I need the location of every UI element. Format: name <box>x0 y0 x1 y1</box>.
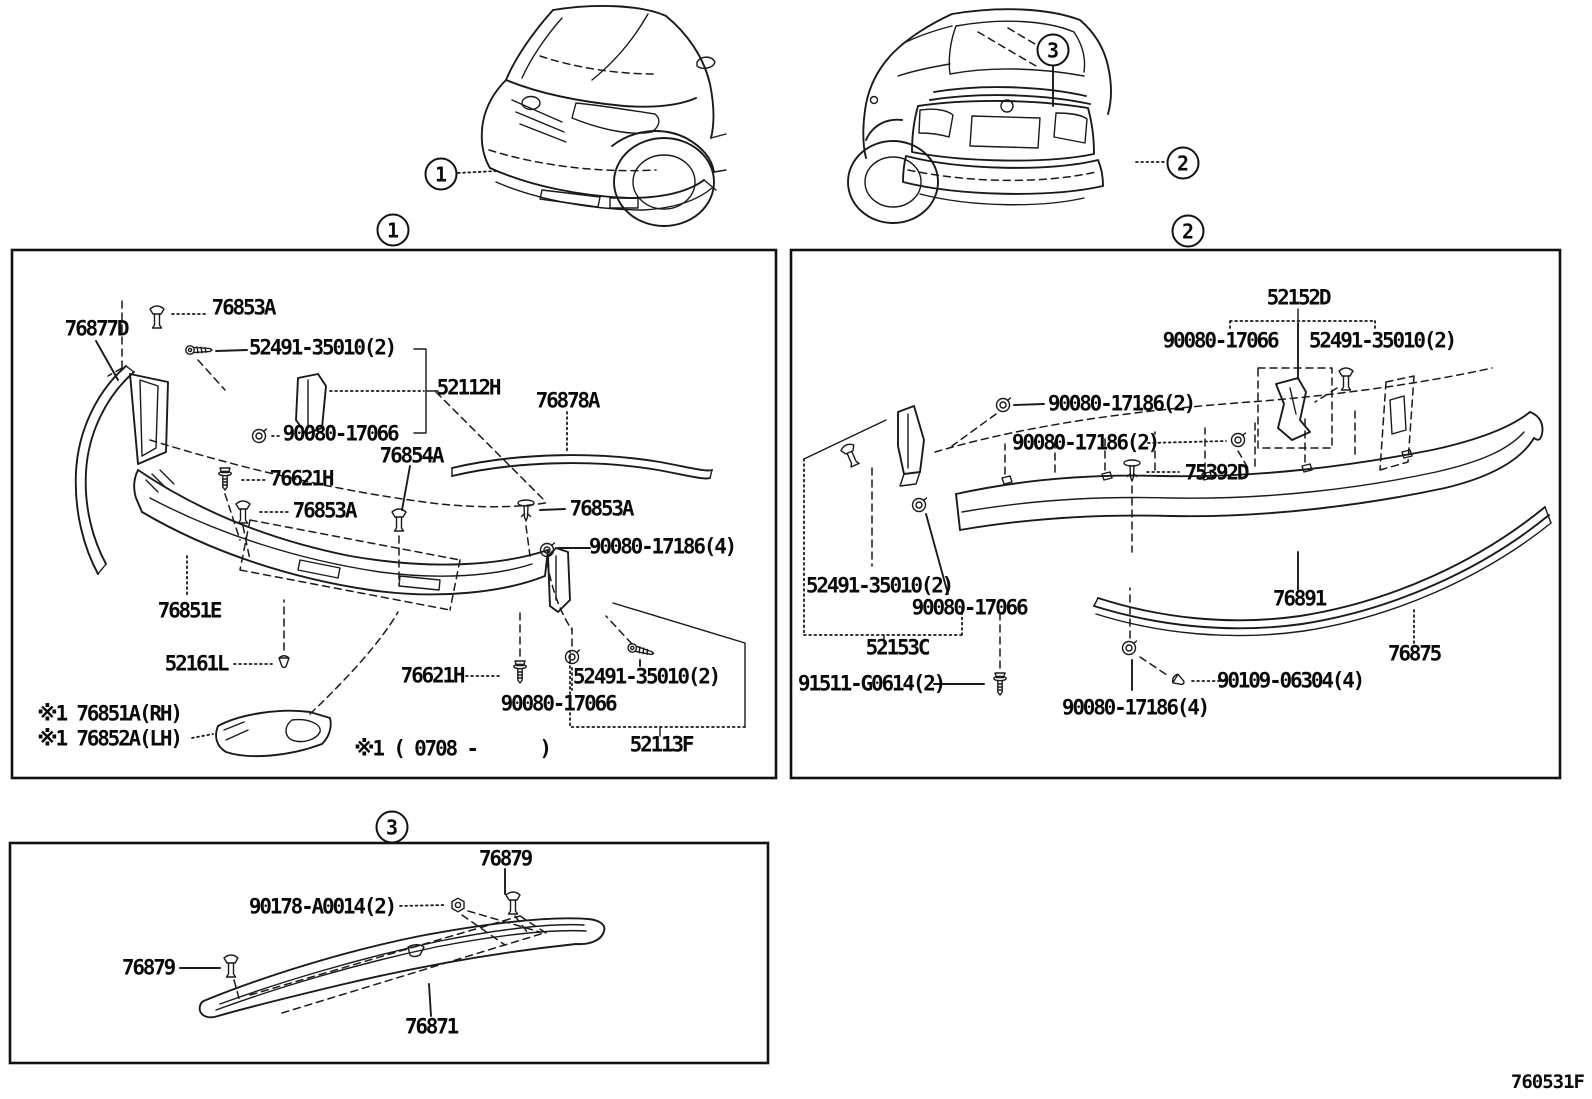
section-3-marker: 3 <box>375 810 409 844</box>
car-rear-drawing <box>847 8 1165 224</box>
clip-icon <box>505 891 521 915</box>
grommet-icon <box>251 428 268 444</box>
pin-clip-icon <box>517 499 535 522</box>
rivet-icon <box>1170 672 1187 689</box>
car-front-drawing <box>457 4 727 227</box>
nut-icon <box>451 897 465 913</box>
callout-rear-spoiler: 3 <box>1036 33 1070 67</box>
grommet-icon <box>1121 640 1138 656</box>
screw-icon <box>626 642 656 659</box>
callout-front-bumper: 1 <box>424 157 458 191</box>
grommet-icon <box>911 497 928 513</box>
clip-icon <box>1338 367 1354 391</box>
section-2-marker: 2 <box>1171 214 1205 248</box>
clip-icon <box>149 305 165 329</box>
clip-icon <box>223 954 239 978</box>
clip-icon <box>391 508 407 532</box>
clip-icon <box>839 441 863 469</box>
bolt-icon <box>218 467 232 491</box>
section-1-box <box>10 248 778 780</box>
clip-icon <box>235 500 251 524</box>
grommet-icon <box>564 649 581 665</box>
section-2-box <box>789 248 1562 780</box>
rivet-icon <box>278 655 290 669</box>
section-1-marker: 1 <box>376 213 410 247</box>
section-1-parts <box>74 299 746 758</box>
grommet-icon <box>995 397 1012 413</box>
section-2-parts <box>803 308 1552 696</box>
callout-rear-bumper: 2 <box>1166 146 1200 180</box>
figure-code: 760531F <box>1510 1071 1585 1093</box>
bolt-icon <box>513 660 527 684</box>
pin-clip-icon <box>1123 459 1141 482</box>
section-3-parts <box>179 868 606 1019</box>
bolt-icon <box>993 672 1007 696</box>
screw-icon <box>185 345 213 355</box>
grommet-icon <box>1230 432 1247 448</box>
